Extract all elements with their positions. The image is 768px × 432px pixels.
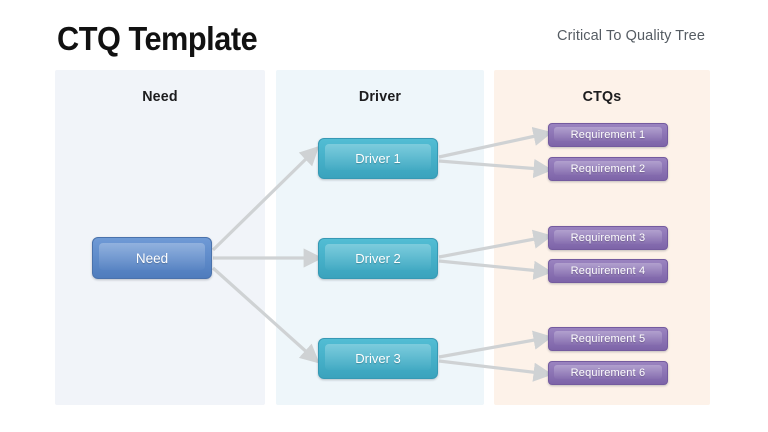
node-requirement-2[interactable]: Requirement 2 bbox=[548, 157, 668, 181]
column-header-driver: Driver bbox=[358, 88, 402, 105]
page-title: CTQ Template bbox=[57, 20, 258, 57]
connector-driver1-req2 bbox=[438, 158, 553, 179]
column-header-ctq: CTQs bbox=[582, 88, 622, 105]
connector-driver3-req6 bbox=[438, 359, 553, 382]
node-requirement-1-label: Requirement 1 bbox=[570, 129, 646, 141]
column-header-need: Need bbox=[142, 88, 178, 105]
node-requirement-5[interactable]: Requirement 5 bbox=[548, 327, 668, 351]
node-driver-1-label: Driver 1 bbox=[355, 151, 401, 166]
node-driver-2-label: Driver 2 bbox=[355, 251, 401, 266]
node-need-label: Need bbox=[135, 250, 169, 266]
node-requirement-6[interactable]: Requirement 6 bbox=[548, 361, 668, 385]
connector-driver2-req4 bbox=[438, 259, 553, 280]
node-need[interactable]: Need bbox=[92, 237, 212, 279]
node-driver-3-label: Driver 3 bbox=[355, 351, 401, 366]
page-subtitle: Critical To Quality Tree bbox=[557, 28, 705, 44]
node-requirement-1[interactable]: Requirement 1 bbox=[548, 123, 668, 147]
node-requirement-3-label: Requirement 3 bbox=[570, 232, 646, 244]
node-requirement-2-label: Requirement 2 bbox=[570, 163, 646, 175]
connector-driver3-req5 bbox=[438, 330, 553, 359]
node-requirement-6-label: Requirement 6 bbox=[570, 367, 646, 379]
node-requirement-3[interactable]: Requirement 3 bbox=[548, 226, 668, 250]
connector-driver2-req3 bbox=[438, 229, 553, 259]
connector-need-driver1 bbox=[211, 146, 320, 252]
connector-driver1-req1 bbox=[438, 126, 553, 159]
node-driver-1[interactable]: Driver 1 bbox=[318, 138, 438, 179]
node-driver-3[interactable]: Driver 3 bbox=[318, 338, 438, 379]
node-driver-2[interactable]: Driver 2 bbox=[318, 238, 438, 279]
node-requirement-4-label: Requirement 4 bbox=[570, 265, 646, 277]
node-requirement-4[interactable]: Requirement 4 bbox=[548, 259, 668, 283]
node-requirement-5-label: Requirement 5 bbox=[570, 333, 646, 345]
connector-need-driver3 bbox=[211, 266, 320, 364]
